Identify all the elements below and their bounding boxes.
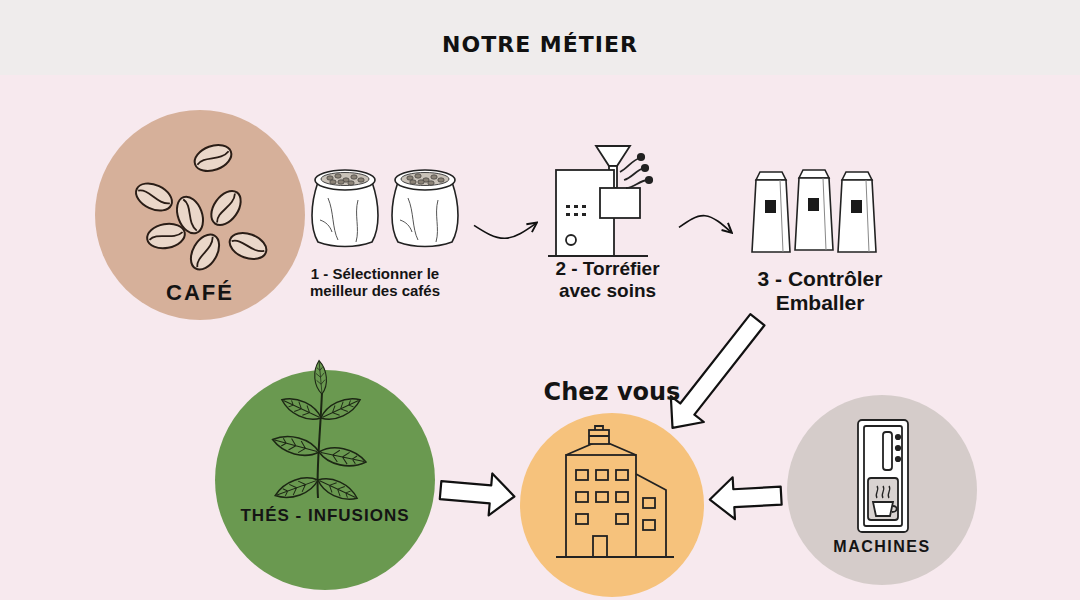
- circle-label: MACHINES: [787, 538, 977, 556]
- circle-label: CAFÉ: [95, 280, 305, 306]
- circle-fill: [787, 395, 977, 585]
- step-label: 3 - Contrôler Emballer: [735, 267, 905, 315]
- process-step: 1 - Sélectionner le meilleur des cafés: [280, 158, 470, 299]
- circle-label: THÉS - INFUSIONS: [215, 506, 435, 526]
- product-circle: THÉS - INFUSIONS: [215, 370, 435, 590]
- circle-outline: [215, 370, 435, 590]
- title-band: NOTRE MÉTIER: [0, 0, 1080, 75]
- step-label: 1 - Sélectionner le meilleur des cafés: [280, 265, 470, 299]
- product-circle: CAFÉ: [95, 110, 305, 320]
- circle-outline: [787, 395, 977, 585]
- circle-fill: [215, 370, 435, 590]
- page-title: NOTRE MÉTIER: [0, 0, 1080, 56]
- circle-outline: [512, 378, 712, 598]
- flow-arrow: [474, 223, 536, 238]
- step-label: 2 - Torréfier avec soins: [540, 258, 675, 302]
- process-step: 3 - Contrôler Emballer: [735, 165, 905, 315]
- flow-arrow: [679, 216, 731, 232]
- product-circle: MACHINES: [787, 395, 977, 585]
- process-step: 2 - Torréfier avec soins: [540, 140, 675, 302]
- destination-circle: Chez vous: [512, 378, 712, 598]
- block-arrow: [440, 473, 515, 515]
- block-arrow: [671, 314, 765, 428]
- circle-fill: [95, 110, 305, 320]
- block-arrow: [710, 477, 782, 519]
- circle-label: Chez vous: [512, 378, 712, 406]
- circle-fill: [520, 413, 704, 597]
